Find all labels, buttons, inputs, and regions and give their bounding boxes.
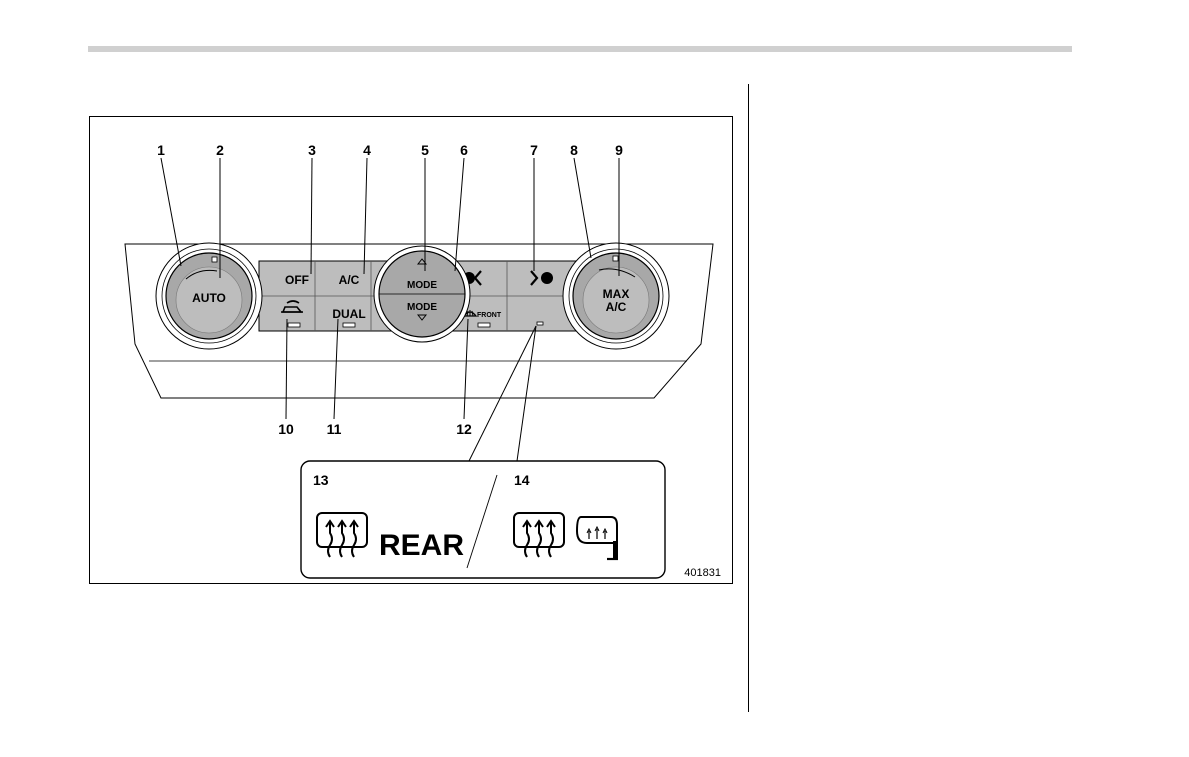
callout-14: 14 — [514, 472, 530, 488]
callout-12: 12 — [456, 421, 472, 437]
left-temperature-dial: AUTO — [156, 243, 262, 349]
callout-11: 11 — [327, 421, 342, 437]
figure-id: 401831 — [684, 567, 721, 579]
mode-down-label: MODE — [407, 302, 437, 313]
auto-label: AUTO — [192, 291, 226, 305]
callout-4: 4 — [363, 142, 371, 158]
callout-3: 3 — [308, 142, 316, 158]
callout-1: 1 — [157, 142, 165, 158]
callout-9: 9 — [615, 142, 623, 158]
max-label: MAX — [603, 287, 630, 301]
callout-5: 5 — [421, 142, 429, 158]
front-label: FRONT — [477, 312, 502, 319]
callout-6: 6 — [460, 142, 468, 158]
dual-button: DUAL — [332, 307, 365, 321]
mode-up-label: MODE — [407, 280, 437, 291]
callout-2: 2 — [216, 142, 224, 158]
off-button: OFF — [285, 273, 309, 287]
callout-7: 7 — [530, 142, 538, 158]
header-rule — [88, 46, 1072, 52]
climate-control-figure: OFF A/C DUAL FRONT AUTO — [89, 116, 733, 584]
column-divider — [748, 84, 749, 712]
callout-10: 10 — [278, 421, 294, 437]
rear-defroster-inset: 13 14 REAR — [301, 461, 665, 578]
callout-13: 13 — [313, 472, 329, 488]
callout-8: 8 — [570, 142, 578, 158]
rear-label: REAR — [379, 529, 464, 562]
ac-button: A/C — [339, 273, 360, 287]
max-ac-label: A/C — [606, 300, 627, 314]
right-temperature-dial: MAX A/C — [563, 243, 669, 349]
